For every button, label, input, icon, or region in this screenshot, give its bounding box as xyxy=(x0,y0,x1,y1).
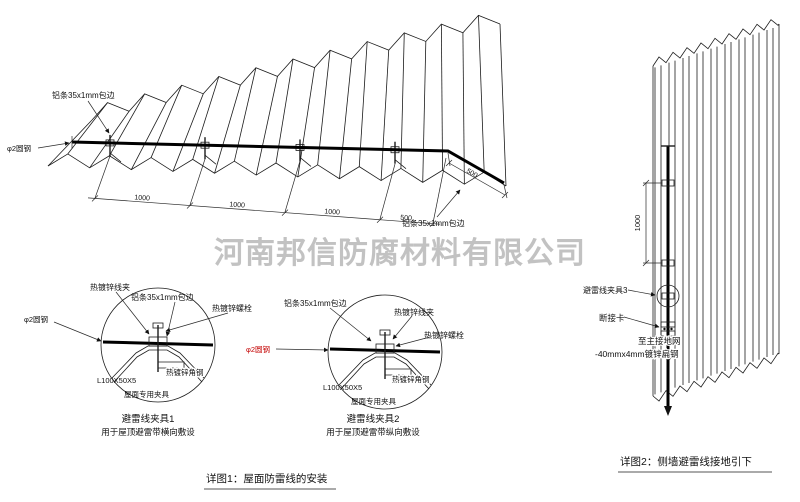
detail-circle-2: 铝条35x1mm包边 热镀锌线夹 热镀锌螺栓 φ2圆钢 热镀锌角钢 L100X5… xyxy=(246,294,464,437)
detail-1-label-round-steel: φ2圆钢 xyxy=(24,314,48,324)
wall-dim-1000: 1000 xyxy=(633,215,642,232)
detail-2-label-wire-clip: 热镀锌线夹 xyxy=(394,307,434,317)
wall-drawing: 1000 避雷线夹具3 断接卡 至主接地网 -40mmx4mm镀锌扁钢 xyxy=(583,19,780,416)
dim-500-a: 500 xyxy=(400,215,412,223)
captions: 详图1：屋面防雷线的安装 详图2：侧墙避雷线接地引下 xyxy=(204,455,772,490)
detail-2-label-angle-steel: 热镀锌角钢 xyxy=(392,374,430,384)
detail-1-subtitle: 用于屋顶避雷带横向敷设 xyxy=(101,427,195,437)
corrugated-roof-sheet xyxy=(47,14,507,187)
caption-detail2: 详图2：侧墙避雷线接地引下 xyxy=(620,455,752,468)
roof-label-al-strip-right: 铝条35x1mm包边 xyxy=(402,218,465,228)
detail-1-angle-steel xyxy=(158,361,185,373)
detail-circle-1: 热镀锌线夹 铝条35x1mm包边 热镀锌螺栓 φ2圆钢 热镀锌角钢 L100X5… xyxy=(24,282,252,437)
lightning-wire xyxy=(71,140,505,185)
wall-clamp-c xyxy=(661,292,675,300)
wall-label-flat-steel: -40mmx4mm镀锌扁钢 xyxy=(595,349,679,359)
dim-1000-b: 1000 xyxy=(229,201,245,209)
detail-1-title: 避雷线夹具1 xyxy=(122,413,175,425)
roof-label-al-strip-top: 铝条35x1mm包边 xyxy=(52,90,115,100)
dim-1000-a: 1000 xyxy=(134,194,150,202)
corrugated-wall xyxy=(652,19,780,402)
wall-dimension: 1000 xyxy=(633,179,662,267)
detail-1-circle xyxy=(100,287,216,403)
leader-round-steel xyxy=(37,141,70,149)
wall-label-to-ground: 至主接地网 xyxy=(638,336,681,346)
watermark-text: 河南邦信防腐材料有限公司 xyxy=(214,237,586,270)
detail-2-label-angle-size: L100X50X5 xyxy=(323,383,362,392)
disconnect-joint xyxy=(660,321,676,337)
leader-al-strip-top xyxy=(87,100,110,134)
dim-1000-c: 1000 xyxy=(324,208,340,216)
detail-2-label-bolt: 热镀锌螺栓 xyxy=(424,330,464,340)
detail-2-label-al-strip: 铝条35x1mm包边 xyxy=(284,298,347,308)
detail-1-label-bolt: 热镀锌螺栓 xyxy=(212,303,252,313)
caption-detail1: 详图1：屋面防雷线的安装 xyxy=(206,472,328,485)
detail-2-title: 避雷线夹具2 xyxy=(347,413,400,425)
wall-label-clamp3: 避雷线夹具3 xyxy=(583,285,628,295)
detail-1-label-roof-clamp: 屋面专用夹具 xyxy=(124,389,169,399)
wall-label-disconnect: 断接卡 xyxy=(599,313,625,323)
clamp-highlight-circle xyxy=(656,284,680,308)
detail-1-label-angle-size: L100X50X5 xyxy=(97,376,136,385)
roof-dimension-slope: 500 xyxy=(445,152,509,199)
ground-arrow xyxy=(664,406,672,416)
detail-1-label-al-strip: 铝条35x1mm包边 xyxy=(131,292,194,302)
detail-2-label-round-steel: φ2圆钢 xyxy=(246,344,270,354)
detail-1-label-wire-clip: 热镀锌线夹 xyxy=(90,282,130,292)
detail-1-label-angle-steel: 热镀锌角钢 xyxy=(166,367,204,377)
roof-label-round-steel: φ2圆钢 xyxy=(7,143,31,153)
detail-2-label-roof-clamp: 屋面专用夹具 xyxy=(351,396,396,406)
detail-2-subtitle: 用于屋顶避雷带纵向敷设 xyxy=(326,427,420,437)
leader-al-strip-right xyxy=(436,189,461,218)
roof-dimension-chain: 1000 1000 1000 500 xyxy=(87,155,447,227)
dim-500-b: 500 xyxy=(465,168,479,180)
detail-2-angle-steel xyxy=(385,368,412,380)
roof-isometric-drawing: 1000 1000 1000 500 500 铝条35x1mm包边 φ2圆钢 铝… xyxy=(7,14,509,228)
